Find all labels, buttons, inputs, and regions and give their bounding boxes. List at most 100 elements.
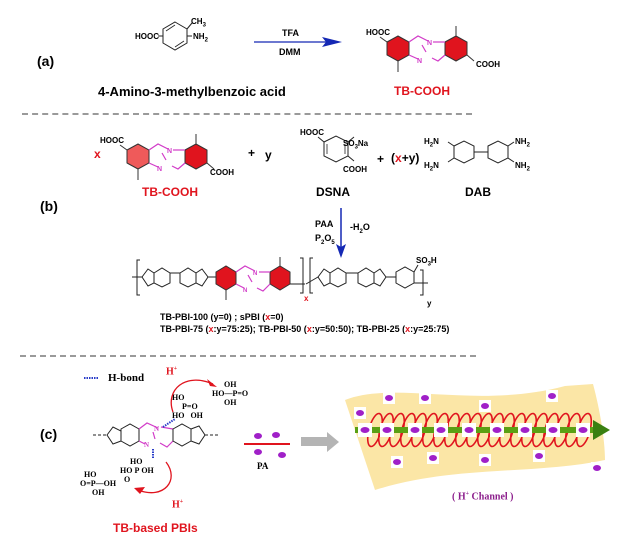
dab-nh2-tr: NH2 [515,137,530,149]
tb-cooh-b-left-group: HOOC [100,136,124,145]
coef-open: ( [391,151,395,165]
h-plus-label-top: H+ [166,366,178,378]
pa-dots-group [354,390,603,474]
cap2-seg0: TB-PBI-75 ( [160,324,209,334]
tb-cooh-right-group: COOH [476,60,500,69]
transition-arrow-icon [301,432,339,452]
product-name-a: TB-COOH [394,84,450,98]
structure-label: TB-based PBIs [113,521,198,535]
coefficient-y: y [265,148,272,162]
polymer-subscript-x: x [304,294,309,303]
svg-text:N: N [243,288,247,294]
pa-dot-icon [492,427,502,433]
dsna-so3na: SO3Na [343,139,369,151]
benzene-ring [162,21,188,51]
dsna-cooh-right: COOH [343,165,367,174]
proton-channel-illustration [345,384,610,490]
polymer-structure: N N [132,257,428,300]
pa-dot-icon [254,449,262,455]
pa-dot-icon [548,427,558,433]
tb-cooh-b-right-group: COOH [210,168,234,177]
pa-dot-icon [356,410,364,416]
condition-water: -H2O [350,222,370,235]
svg-text:N: N [154,425,159,433]
svg-text:N: N [157,166,162,173]
dsna-cooh-left: HOOC [300,128,324,137]
pa-dot-icon [360,427,370,433]
reactant-cooh: HOOC [135,32,159,41]
pa-dot-icon [254,433,262,439]
condition-p2o5: P2O5 [315,233,335,246]
reactant-ch3: CH3 [191,17,206,29]
cap2-seg2: :y=75:25); TB-PBI-50 ( [213,324,307,334]
proton-hop-arrow-top [170,379,217,413]
pa-symbol [244,432,290,458]
dab-nh2-br: NH2 [515,161,530,173]
cap2-seg4: :y=50:50); TB-PBI-25 ( [311,324,406,334]
section-divider-1 [22,113,472,115]
coef-x: x [395,151,402,165]
monomer2-name: DSNA [316,185,351,199]
pa-dot-icon [593,465,601,471]
svg-text:N: N [417,58,422,65]
reagent-dmm: DMM [279,47,301,57]
dab-nh2-bl: H2N [424,161,439,173]
coefficient-x: x [94,147,101,161]
pa-dot-icon [278,452,286,458]
hbond-legend-icon [84,377,98,379]
pa-dot-icon [393,459,401,465]
pa-dot-icon [481,457,489,463]
panel-label-a: (a) [37,53,55,69]
reactant-nh2: NH2 [193,32,208,44]
polymer-so3h: SO3H [416,256,437,268]
tb-cooh-structure-a: N N [379,26,475,72]
polymer-subscript-y: y [427,299,432,308]
caption-line-1: TB-PBI-100 (y=0) ; sPBI (x=0) [160,312,284,322]
panel-label-b: (b) [40,198,58,214]
pa-dot-icon [410,427,420,433]
pa-dot-icon [481,403,489,409]
pa-dot-icon [578,427,588,433]
svg-text:N: N [167,148,172,155]
pa-dot-icon [464,427,474,433]
cap1-seg2: =0) [270,312,284,322]
tb-pbi-structure: N N [93,418,219,459]
cap2-seg6: :y=25:75) [410,324,450,334]
dab-structure [447,140,515,164]
monomer3-name: DAB [465,185,491,199]
pa-label: PA [257,461,269,471]
cap1-seg1: x [265,312,271,322]
reactant-structure [158,21,193,51]
polymerization-arrow [336,208,346,258]
cap2-seg5: x [405,324,411,334]
dab-nh2-tl: H2N [424,137,439,149]
caption-line-2: TB-PBI-75 (x:y=75:25); TB-PBI-50 (x:y=50… [160,324,449,334]
coefficient-xy: (x+y) [391,151,419,165]
channel-label: ( H+ Channel ) [452,491,514,503]
reaction-arrow-a [254,37,342,47]
pa-dot-icon [421,395,429,401]
tb-cooh-structure-b: N N [119,134,215,180]
pa-dot-icon [429,455,437,461]
section-divider-2 [20,355,476,357]
arrow-down-icon [336,244,346,258]
pa-dot-icon [520,427,530,433]
pa-dot-icon [548,393,556,399]
reactant-name: 4-Amino-3-methylbenzoic acid [98,84,286,99]
coef-rest: +y) [401,151,420,165]
svg-text:N: N [253,271,257,277]
pa-dot-icon [535,453,543,459]
proton-hop-arrow-bottom [134,461,172,494]
monomer1-name: TB-COOH [142,185,198,199]
plus-sign-2: + [377,152,385,166]
pa-dot-icon [272,432,280,438]
cap1-seg0: TB-PBI-100 (y=0) ; sPBI ( [160,312,266,322]
hbond-legend-label: H-bond [108,372,145,384]
pa-dot-icon [385,395,393,401]
svg-text:N: N [144,441,149,449]
dsna-structure [317,135,355,163]
svg-text:N: N [427,40,432,47]
